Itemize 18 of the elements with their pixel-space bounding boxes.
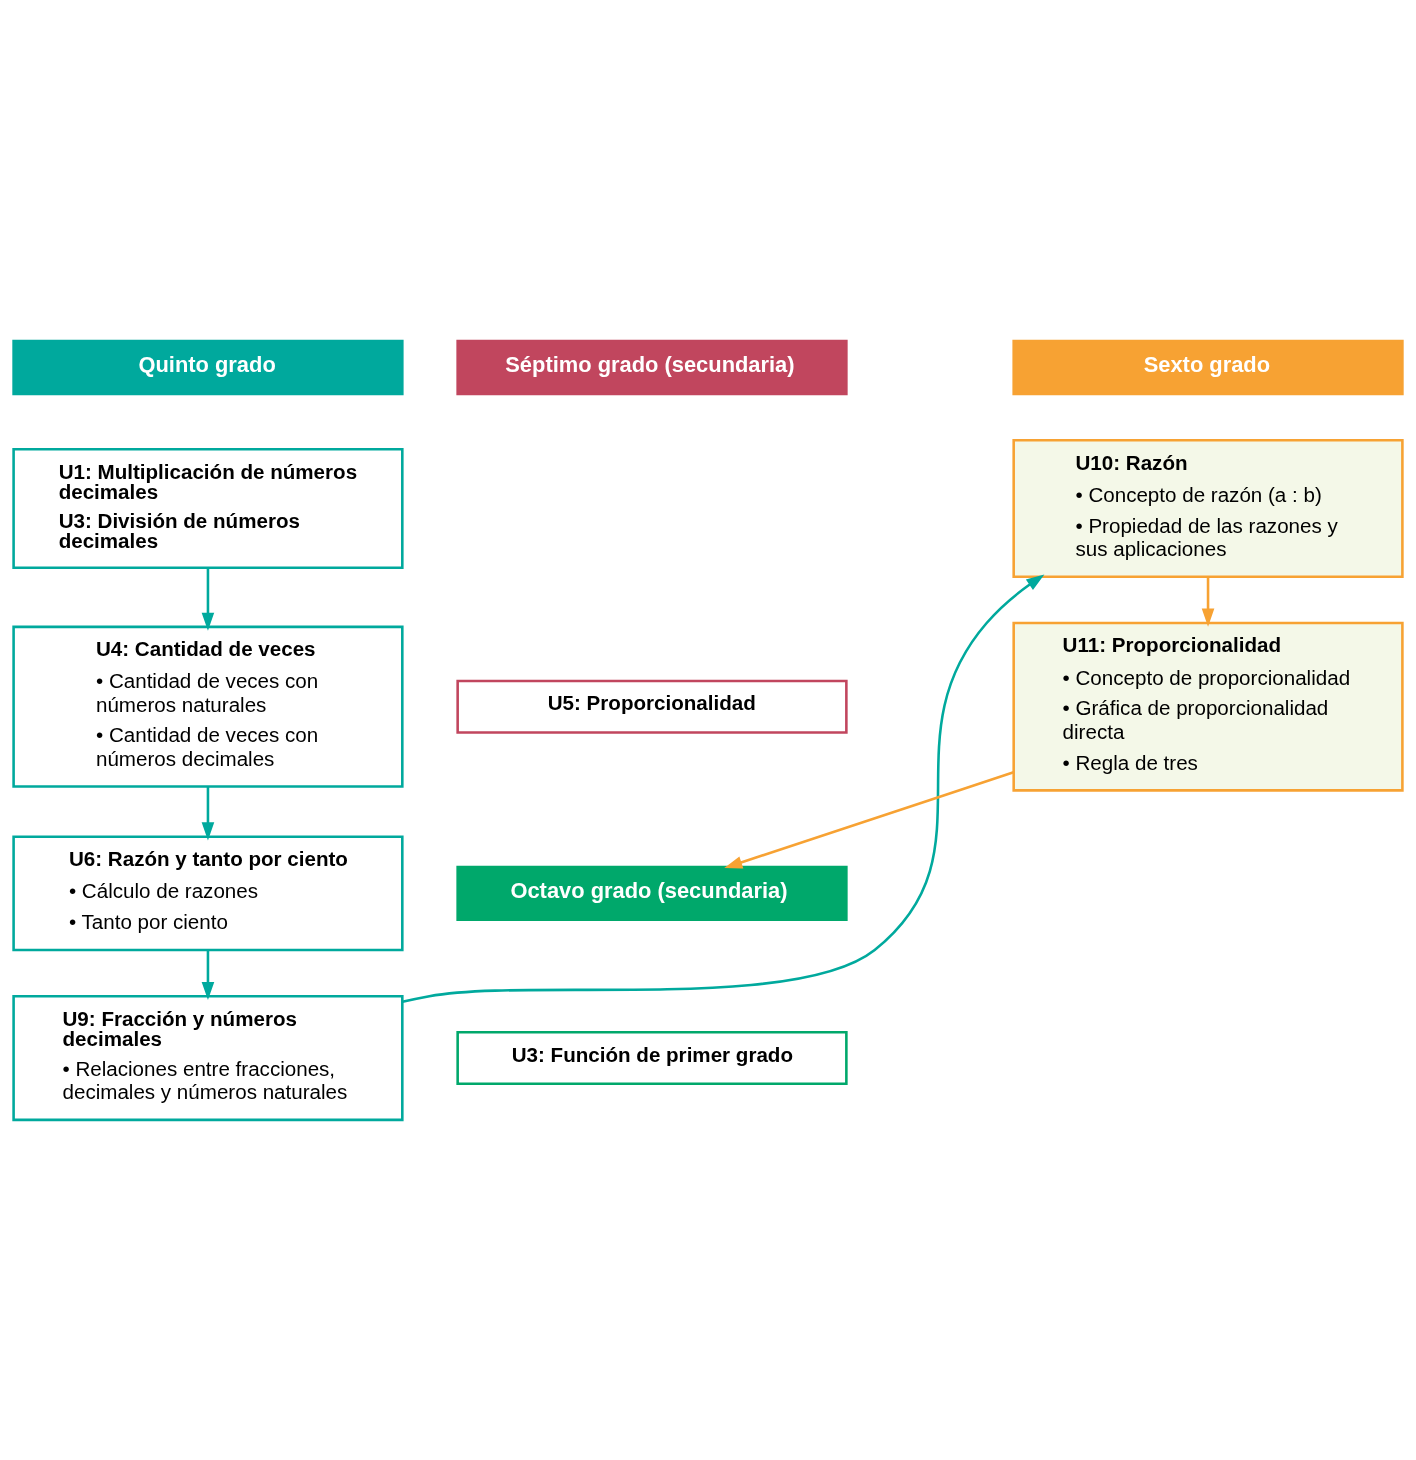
node-box: U1: Multiplicación de números decimales U3: División de números decimales (12, 447, 404, 569)
node-box: U5: Proporcionalidad (456, 679, 848, 734)
arrow (201, 786, 215, 840)
node-box: U4: Cantidad de veces • Cantidad de veces con números naturales • Cantidad de veces con números decimales (12, 625, 404, 788)
node-box: U11: Proporcionalidad • Concepto de proporcionalidad • Gráfica de proporcionalidad directa • Regla de tres (1012, 621, 1404, 792)
node-box: U3: Función de primer grado (456, 1030, 848, 1085)
node-box: U10: Razón • Concepto de razón (a : b) • Propiedad de las razones y sus aplicaciones (1012, 438, 1404, 578)
arrow (1201, 576, 1215, 627)
arrow (201, 567, 215, 631)
node-box: Octavo grado (secundaria) (456, 865, 848, 921)
node-box: Séptimo grado (secundaria) (456, 339, 848, 395)
arrow (201, 949, 215, 1000)
node-box: U6: Razón y tanto por ciento • Cálculo de razones • Tanto por ciento (12, 834, 404, 951)
node-box: Quinto grado (12, 339, 404, 395)
node-box: U9: Fracción y números decimales • Relaciones entre fracciones, decimales y números naturales (12, 994, 404, 1121)
arrow (402, 574, 1045, 1003)
arrow (724, 770, 1014, 868)
node-box: Sexto grado (1012, 339, 1404, 395)
